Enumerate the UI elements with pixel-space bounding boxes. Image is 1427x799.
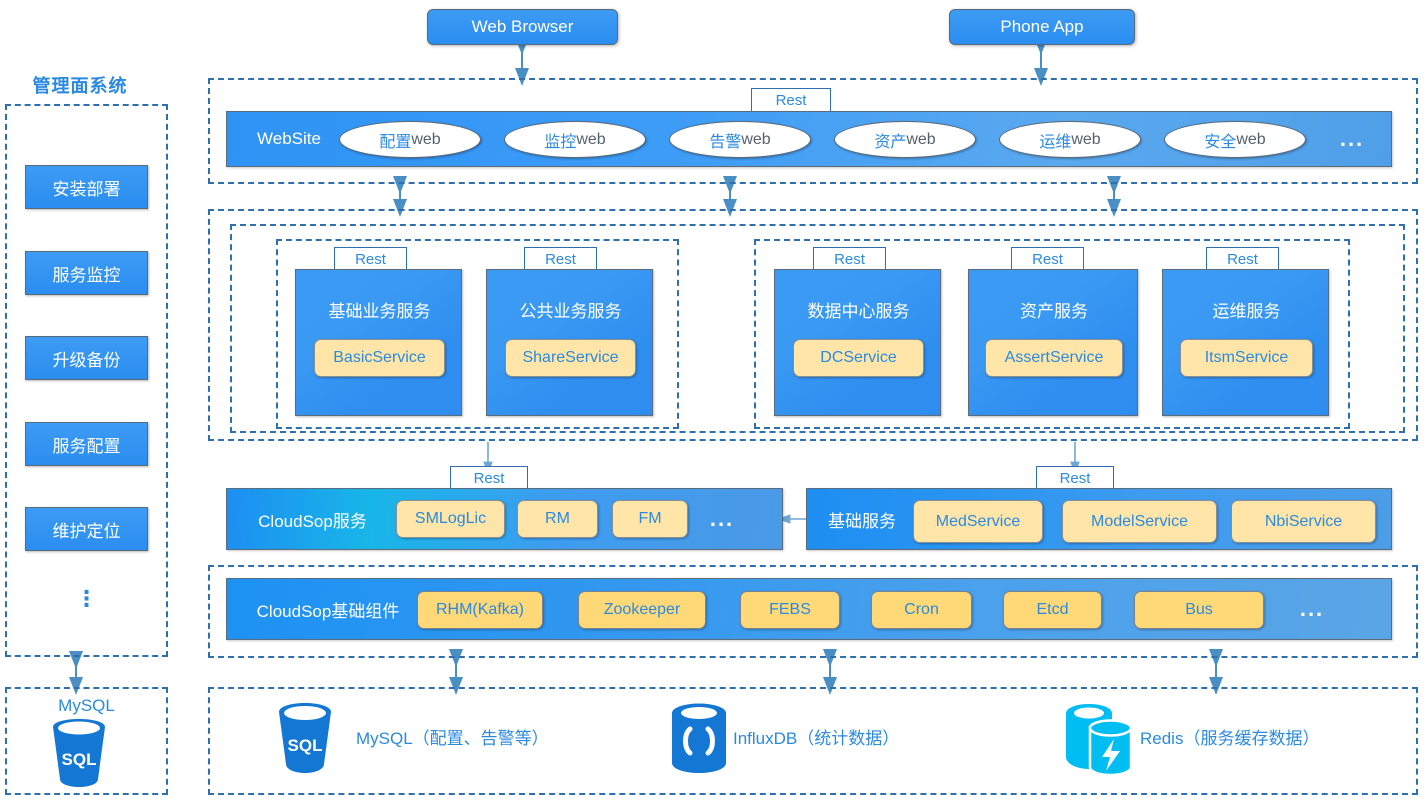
cloudsop-chip-rm[interactable]: RM — [517, 500, 598, 538]
component-chip-rhm-kafka[interactable]: RHM(Kafka) — [417, 591, 543, 629]
website-module-config-cn: 配置 — [379, 133, 412, 151]
website-label: WebSite — [257, 129, 321, 148]
service-card-basic-business-title: 基础业务服务 — [328, 302, 431, 321]
endpoint-web-browser[interactable]: Web Browser — [427, 9, 618, 45]
storage-layer-container — [208, 687, 1418, 795]
component-more-ellipsis: ... — [1299, 596, 1325, 621]
website-module-security-cn: 安全 — [1204, 133, 1237, 151]
influxdb-cylinder-icon — [672, 703, 726, 773]
website-module-alarm-cn: 告警 — [709, 133, 742, 151]
basic-chip-modelservice[interactable]: ModelService — [1062, 500, 1217, 543]
service-group-left — [276, 239, 679, 429]
cloudsop-label: CloudSop服务 — [258, 511, 367, 531]
component-layer-container — [208, 565, 1418, 658]
service-card-basic-business[interactable]: 基础业务服务 BasicService — [295, 269, 462, 416]
component-chip-cron[interactable]: Cron — [871, 591, 972, 629]
sidebar-item-service-config[interactable]: 服务配置 — [25, 422, 148, 466]
service-layer-outer-container — [208, 209, 1418, 441]
service-card-asset-title: 资产服务 — [1020, 302, 1088, 321]
sidebar-item-service-monitor[interactable]: 服务监控 — [25, 251, 148, 295]
service-card-share-business[interactable]: 公共业务服务 ShareService — [486, 269, 653, 416]
storage-label-influxdb: InfluxDB（统计数据） — [733, 729, 900, 748]
service-layer-inner-container — [230, 224, 1405, 433]
redis-cylinder-icon — [1064, 701, 1134, 777]
cloudsop-chip-fm[interactable]: FM — [612, 500, 688, 538]
cloudsop-chip-smloglic[interactable]: SMLogLic — [396, 500, 505, 538]
website-module-asset-cn: 资产 — [874, 133, 907, 151]
rest-tab-ops: Rest — [1206, 247, 1279, 270]
svg-text:SQL: SQL — [62, 750, 97, 769]
service-card-asset[interactable]: 资产服务 AssertService — [968, 269, 1138, 416]
service-card-share-business-title: 公共业务服务 — [519, 302, 622, 321]
mysql-cylinder-icon: SQL — [274, 703, 336, 773]
service-chip-dcservice[interactable]: DCService — [793, 339, 924, 377]
basic-chip-nbiservice[interactable]: NbiService — [1231, 500, 1376, 543]
sidebar-item-upgrade-backup[interactable]: 升级备份 — [25, 336, 148, 380]
left-mysql-label: MySQL — [58, 696, 115, 715]
rest-tab-cloudsop: Rest — [450, 466, 528, 489]
rest-tab-datacenter: Rest — [813, 247, 886, 270]
service-card-datacenter[interactable]: 数据中心服务 DCService — [774, 269, 941, 416]
component-chip-febs[interactable]: FEBS — [740, 591, 840, 629]
website-module-ops-cn: 运维 — [1039, 133, 1072, 151]
service-chip-basicservice[interactable]: BasicService — [314, 339, 445, 377]
basic-chip-medservice[interactable]: MedService — [913, 500, 1043, 543]
rest-tab-asset: Rest — [1011, 247, 1084, 270]
service-card-ops-title: 运维服务 — [1212, 302, 1281, 321]
service-group-right — [754, 239, 1350, 429]
service-chip-assertservice[interactable]: AssertService — [985, 339, 1123, 377]
component-chip-etcd[interactable]: Etcd — [1003, 591, 1102, 629]
service-card-ops[interactable]: 运维服务 ItsmService — [1162, 269, 1329, 416]
mysql-cylinder-icon: SQL — [48, 719, 110, 787]
service-chip-shareservice[interactable]: ShareService — [505, 339, 636, 377]
rest-tab-basic-business: Rest — [334, 247, 407, 270]
website-layer-container — [208, 78, 1418, 184]
svg-text:SQL: SQL — [288, 736, 323, 755]
service-chip-itsmservice[interactable]: ItsmService — [1180, 339, 1313, 377]
website-module-config-lat: web — [411, 130, 441, 148]
website-more-ellipsis: ... — [1339, 126, 1365, 151]
component-chip-bus[interactable]: Bus — [1134, 591, 1264, 629]
endpoint-phone-app[interactable]: Phone App — [949, 9, 1135, 45]
basic-service-label: 基础服务 — [828, 511, 896, 531]
website-module-alarm-lat: web — [741, 130, 771, 148]
rest-tab-basic-service: Rest — [1036, 466, 1114, 489]
storage-label-redis: Redis（服务缓存数据） — [1140, 729, 1320, 748]
left-panel-container — [5, 104, 168, 657]
sidebar-ellipsis: ⋮ — [75, 586, 98, 611]
rest-tab-website: Rest — [751, 88, 831, 112]
component-chip-zookeeper[interactable]: Zookeeper — [578, 591, 706, 629]
sidebar-item-maintenance[interactable]: 维护定位 — [25, 507, 148, 551]
component-label: CloudSop基础组件 — [256, 601, 400, 621]
website-module-asset-lat: web — [906, 130, 936, 148]
website-module-ops-lat: web — [1071, 130, 1101, 148]
storage-label-mysql: MySQL（配置、告警等） — [356, 729, 549, 748]
website-module-security-lat: web — [1236, 130, 1266, 148]
cloudsop-more-ellipsis: ... — [709, 506, 735, 531]
rest-tab-share-business: Rest — [524, 247, 597, 270]
service-card-datacenter-title: 数据中心服务 — [807, 302, 910, 321]
left-mysql-container — [5, 687, 168, 795]
website-module-monitor-lat: web — [576, 130, 606, 148]
website-module-monitor-cn: 监控 — [544, 133, 577, 151]
left-panel-title: 管理面系统 — [32, 76, 128, 96]
sidebar-item-install-deploy[interactable]: 安装部署 — [25, 165, 148, 209]
